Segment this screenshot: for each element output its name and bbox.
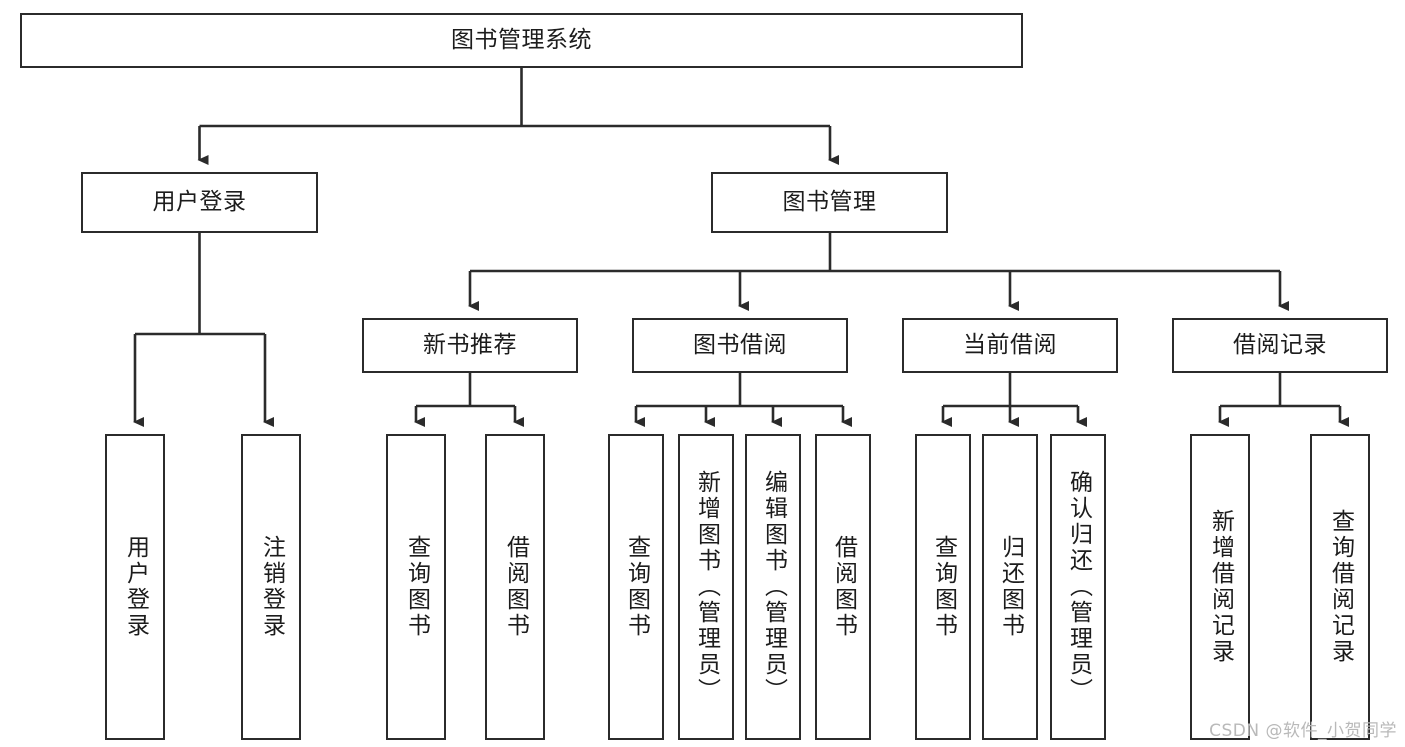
node-leaf-return-book[interactable]: 归还图书 [982, 434, 1038, 740]
node-leaf-edit-book-label: 编辑图书（管理员） [760, 470, 787, 704]
node-leaf-add-record-label: 新增借阅记录 [1207, 509, 1234, 665]
node-book-manage-label: 图书管理 [782, 188, 877, 215]
node-leaf-confirm-return[interactable]: 确认归还（管理员） [1050, 434, 1106, 740]
node-leaf-query-record-label: 查询借阅记录 [1327, 509, 1354, 665]
node-leaf-query-book-cur-label: 查询图书 [930, 535, 957, 639]
node-leaf-return-book-label: 归还图书 [997, 535, 1024, 639]
node-leaf-user-login[interactable]: 用户登录 [105, 434, 165, 740]
node-leaf-add-book[interactable]: 新增图书（管理员） [678, 434, 734, 740]
node-leaf-query-book-rec[interactable]: 查询图书 [386, 434, 446, 740]
node-root[interactable]: 图书管理系统 [20, 13, 1023, 68]
node-leaf-borrow-book-rec-label: 借阅图书 [502, 535, 529, 639]
node-leaf-query-book-rec-label: 查询图书 [403, 535, 430, 639]
node-borrow-record-label: 借阅记录 [1233, 331, 1327, 358]
node-leaf-borrow-book[interactable]: 借阅图书 [815, 434, 871, 740]
node-book-borrow-label: 图书借阅 [693, 331, 787, 358]
node-leaf-logout-label: 注销登录 [258, 535, 285, 639]
node-leaf-query-record[interactable]: 查询借阅记录 [1310, 434, 1370, 740]
watermark: CSDN @软件_小贺同学 [1209, 721, 1397, 741]
node-leaf-confirm-return-label: 确认归还（管理员） [1065, 470, 1092, 704]
node-leaf-edit-book[interactable]: 编辑图书（管理员） [745, 434, 801, 740]
node-leaf-add-book-label: 新增图书（管理员） [693, 470, 720, 704]
node-borrow-record[interactable]: 借阅记录 [1172, 318, 1388, 373]
node-current-borrow-label: 当前借阅 [963, 331, 1057, 358]
node-new-book-rec-label: 新书推荐 [423, 331, 517, 358]
node-leaf-add-record[interactable]: 新增借阅记录 [1190, 434, 1250, 740]
node-book-manage[interactable]: 图书管理 [711, 172, 948, 233]
node-leaf-borrow-book-rec[interactable]: 借阅图书 [485, 434, 545, 740]
node-leaf-borrow-book-label: 借阅图书 [830, 535, 857, 639]
node-book-borrow[interactable]: 图书借阅 [632, 318, 848, 373]
node-leaf-query-book-borrow-label: 查询图书 [623, 535, 650, 639]
node-leaf-user-login-label: 用户登录 [122, 535, 149, 639]
node-leaf-query-book-cur[interactable]: 查询图书 [915, 434, 971, 740]
node-leaf-logout[interactable]: 注销登录 [241, 434, 301, 740]
node-user-login[interactable]: 用户登录 [81, 172, 318, 233]
node-new-book-rec[interactable]: 新书推荐 [362, 318, 578, 373]
node-leaf-query-book-borrow[interactable]: 查询图书 [608, 434, 664, 740]
node-user-login-label: 用户登录 [152, 188, 247, 215]
node-root-label: 图书管理系统 [451, 26, 592, 53]
node-current-borrow[interactable]: 当前借阅 [902, 318, 1118, 373]
